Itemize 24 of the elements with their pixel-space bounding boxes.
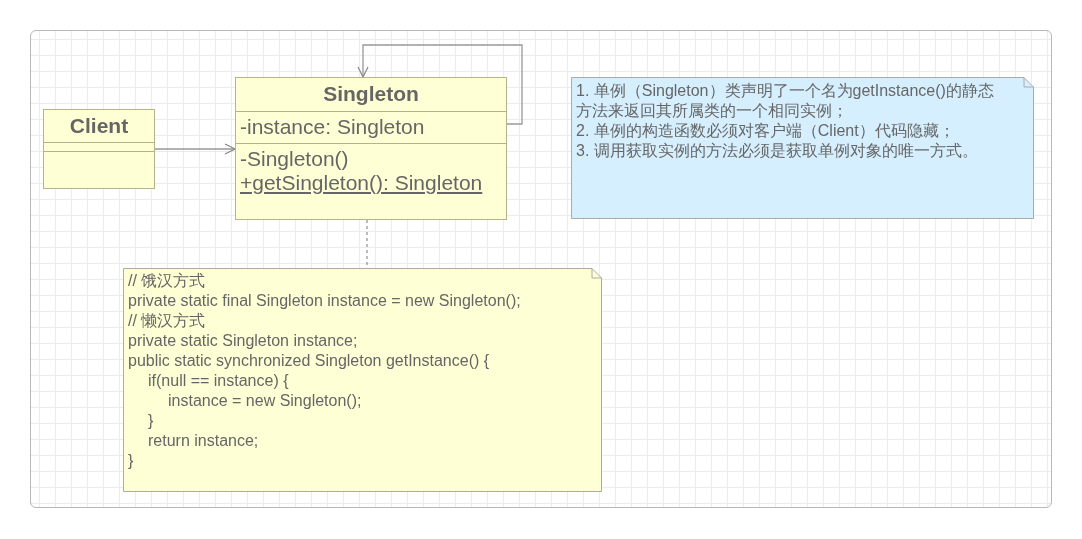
code-line: // 懒汉方式 <box>128 311 206 331</box>
arrow <box>154 143 236 155</box>
arrow <box>357 44 523 125</box>
note-box <box>123 268 602 492</box>
code-line: if(null == instance) { <box>148 371 289 391</box>
method-text: -Singleton() <box>240 147 349 172</box>
code-line: private static Singleton instance; <box>128 331 358 351</box>
attribute-text: -instance: Singleton <box>240 114 425 139</box>
code-line: // 饿汉方式 <box>128 271 206 291</box>
class-name: Singleton <box>323 82 419 107</box>
code-line: } <box>148 411 154 431</box>
code-line: public static synchronized Singleton getInstance() { <box>128 351 490 371</box>
code-line: } <box>128 451 134 471</box>
code-line: return instance; <box>148 431 259 451</box>
code-line: instance = new Singleton(); <box>168 391 362 411</box>
class-box <box>235 77 507 220</box>
note-text: 2. 单例的构造函数必须对客户端（Client）代码隐藏； <box>576 121 955 141</box>
class-name: Client <box>69 114 129 139</box>
code-line: private static final Singleton instance = new Singleton(); <box>128 291 521 311</box>
note-box <box>571 77 1034 219</box>
class-box <box>43 109 155 189</box>
note-text: 3. 调用获取实例的方法必须是获取单例对象的唯一方式。 <box>576 141 978 161</box>
method-text: +getSingleton(): Singleton <box>240 171 483 196</box>
note-text: 1. 单例（Singleton）类声明了一个名为getInstance()的静态方法来返回其所属类的一个相同实例； <box>576 81 995 121</box>
